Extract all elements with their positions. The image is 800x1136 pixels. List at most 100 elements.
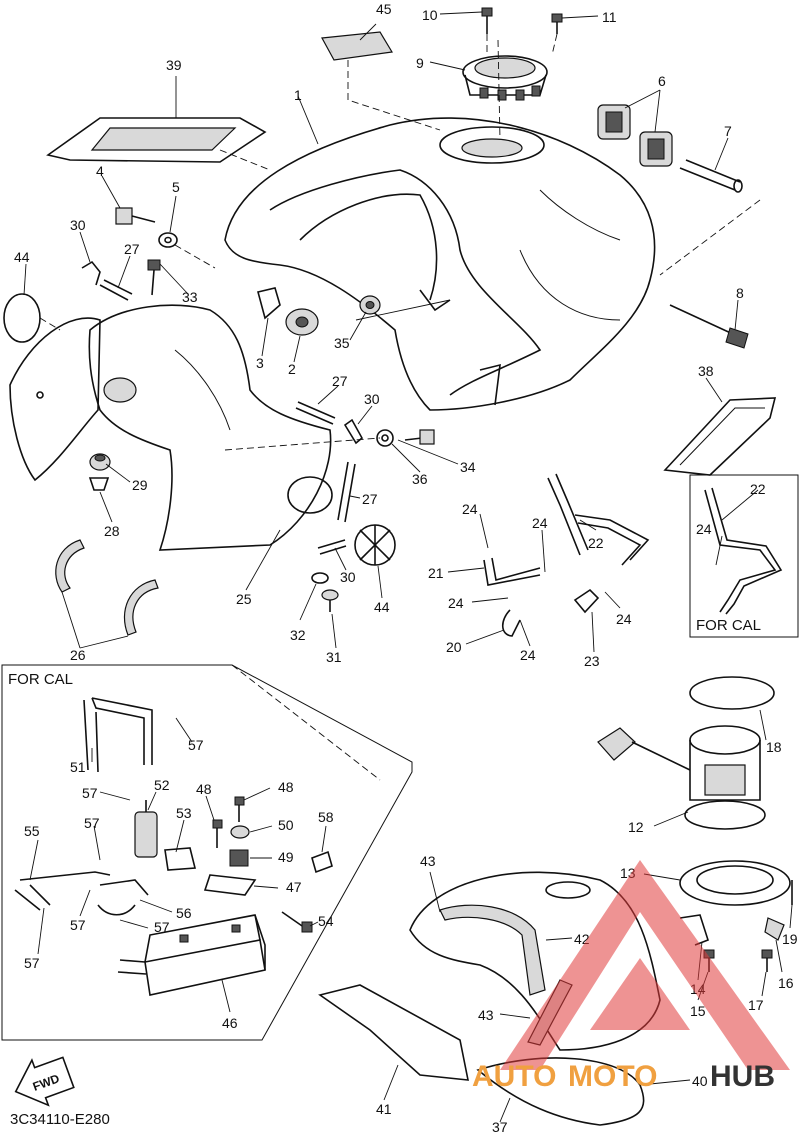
part-6-dampers xyxy=(597,104,673,167)
callout-19: 19 xyxy=(782,931,798,947)
callout-30-b: 30 xyxy=(364,391,380,407)
part-30-clip-lower xyxy=(317,539,347,555)
callout-29: 29 xyxy=(132,477,148,493)
callout-31: 31 xyxy=(326,649,342,665)
part-7-collar xyxy=(679,159,743,193)
part-29-grommet xyxy=(89,453,111,471)
callout-34: 34 xyxy=(460,459,476,475)
callout-28: 28 xyxy=(104,523,120,539)
callout-44-b: 44 xyxy=(374,599,390,615)
part-1-fuel-tank xyxy=(224,117,656,411)
part-11-screw xyxy=(551,13,563,34)
part-12-fuel-pump xyxy=(597,725,766,830)
part-code: 3C34110-E280 xyxy=(10,1111,110,1128)
part-44-filter-disc xyxy=(354,524,396,566)
callout-6: 6 xyxy=(658,73,666,89)
callout-15: 15 xyxy=(690,1003,706,1019)
callout-9: 9 xyxy=(416,55,424,71)
callout-57-d: 57 xyxy=(70,917,86,933)
part-22-hose xyxy=(547,473,650,566)
part-47-bracket xyxy=(203,874,257,896)
callout-numbers: 45 10 11 9 39 1 6 7 4 5 30 27 44 33 8 3 … xyxy=(14,1,798,1135)
part-28-collar xyxy=(88,477,110,491)
part-41-cover xyxy=(318,984,469,1081)
part-13-plate xyxy=(679,860,791,906)
part-3-bracket xyxy=(257,287,281,320)
callout-55: 55 xyxy=(24,823,40,839)
callout-16: 16 xyxy=(778,975,794,991)
fwd-arrow-icon: FWD xyxy=(14,1056,75,1107)
callout-27-b: 27 xyxy=(332,373,348,389)
callout-58: 58 xyxy=(318,809,334,825)
callout-11: 11 xyxy=(602,9,617,25)
part-52-valve xyxy=(134,800,158,858)
part-23-joint xyxy=(573,588,600,614)
part-33-screw xyxy=(147,259,161,296)
callout-47: 47 xyxy=(286,879,302,895)
part-30-clip-center xyxy=(343,418,364,445)
part-34-bolt xyxy=(404,429,435,445)
callout-24-a: 24 xyxy=(462,501,478,517)
part-25-side-cover xyxy=(88,304,333,551)
part-50-collar xyxy=(230,825,250,839)
part-left-panel xyxy=(9,317,101,482)
part-44-disc xyxy=(3,293,41,343)
callout-51: 51 xyxy=(70,759,86,775)
for-cal-label-left: FOR CAL xyxy=(8,671,73,688)
part-37-cover xyxy=(476,1057,645,1126)
callout-40: 40 xyxy=(692,1073,708,1089)
for-cal-box-left xyxy=(1,664,413,1041)
watermark-text-auto: AUTO xyxy=(472,1060,556,1093)
part-46-canister xyxy=(117,914,266,996)
callout-43-b: 43 xyxy=(478,1007,494,1023)
part-56-hose xyxy=(97,879,149,916)
callout-24-f: 24 xyxy=(520,647,536,663)
part-32-washer xyxy=(311,572,329,584)
fwd-label: FWD xyxy=(31,1071,62,1094)
callout-26: 26 xyxy=(70,647,86,663)
part-17-screw xyxy=(761,949,773,972)
callout-49: 49 xyxy=(278,849,294,865)
part-36-washer xyxy=(376,429,394,447)
part-27-band-center xyxy=(295,401,336,425)
callout-41: 41 xyxy=(376,1101,392,1117)
callout-22-b: 22 xyxy=(588,535,604,551)
callout-5: 5 xyxy=(172,179,180,195)
callout-52: 52 xyxy=(154,777,170,793)
callout-50: 50 xyxy=(278,817,294,833)
part-27-band-lower xyxy=(337,461,356,523)
callout-48: 48 xyxy=(196,781,212,797)
callout-3: 3 xyxy=(256,355,264,371)
callout-22-a: 22 xyxy=(750,481,766,497)
callout-27-a: 27 xyxy=(124,241,140,257)
part-27-band-left xyxy=(99,279,133,301)
callout-27-c: 27 xyxy=(362,491,378,507)
callout-8: 8 xyxy=(736,285,744,301)
part-45-decal xyxy=(321,31,393,61)
callout-57-a: 57 xyxy=(188,737,204,753)
part-18-o-ring xyxy=(689,676,775,710)
part-16-clip xyxy=(764,917,785,941)
callout-54: 54 xyxy=(318,913,334,929)
callout-38: 38 xyxy=(698,363,714,379)
callout-43-a: 43 xyxy=(420,853,436,869)
callout-44-a: 44 xyxy=(14,249,30,265)
part-10-bolt xyxy=(481,7,493,34)
callout-48-b: 48 xyxy=(278,779,294,795)
callout-30-c: 30 xyxy=(340,569,356,585)
part-22-hose-cal xyxy=(704,487,783,615)
callout-12: 12 xyxy=(628,819,644,835)
watermark-text-moto: MOTO xyxy=(568,1060,657,1093)
callout-57-b: 57 xyxy=(82,785,98,801)
part-49-grommet xyxy=(229,849,249,867)
callout-57-c: 57 xyxy=(84,815,100,831)
part-51-hose xyxy=(83,697,153,773)
callout-46: 46 xyxy=(222,1015,238,1031)
part-4-bolt xyxy=(115,207,156,225)
watermark-text-hub: HUB xyxy=(710,1060,775,1093)
for-cal-box-right xyxy=(689,474,799,638)
callout-1: 1 xyxy=(294,87,302,103)
callout-2: 2 xyxy=(288,361,296,377)
part-26-bands xyxy=(55,539,159,636)
